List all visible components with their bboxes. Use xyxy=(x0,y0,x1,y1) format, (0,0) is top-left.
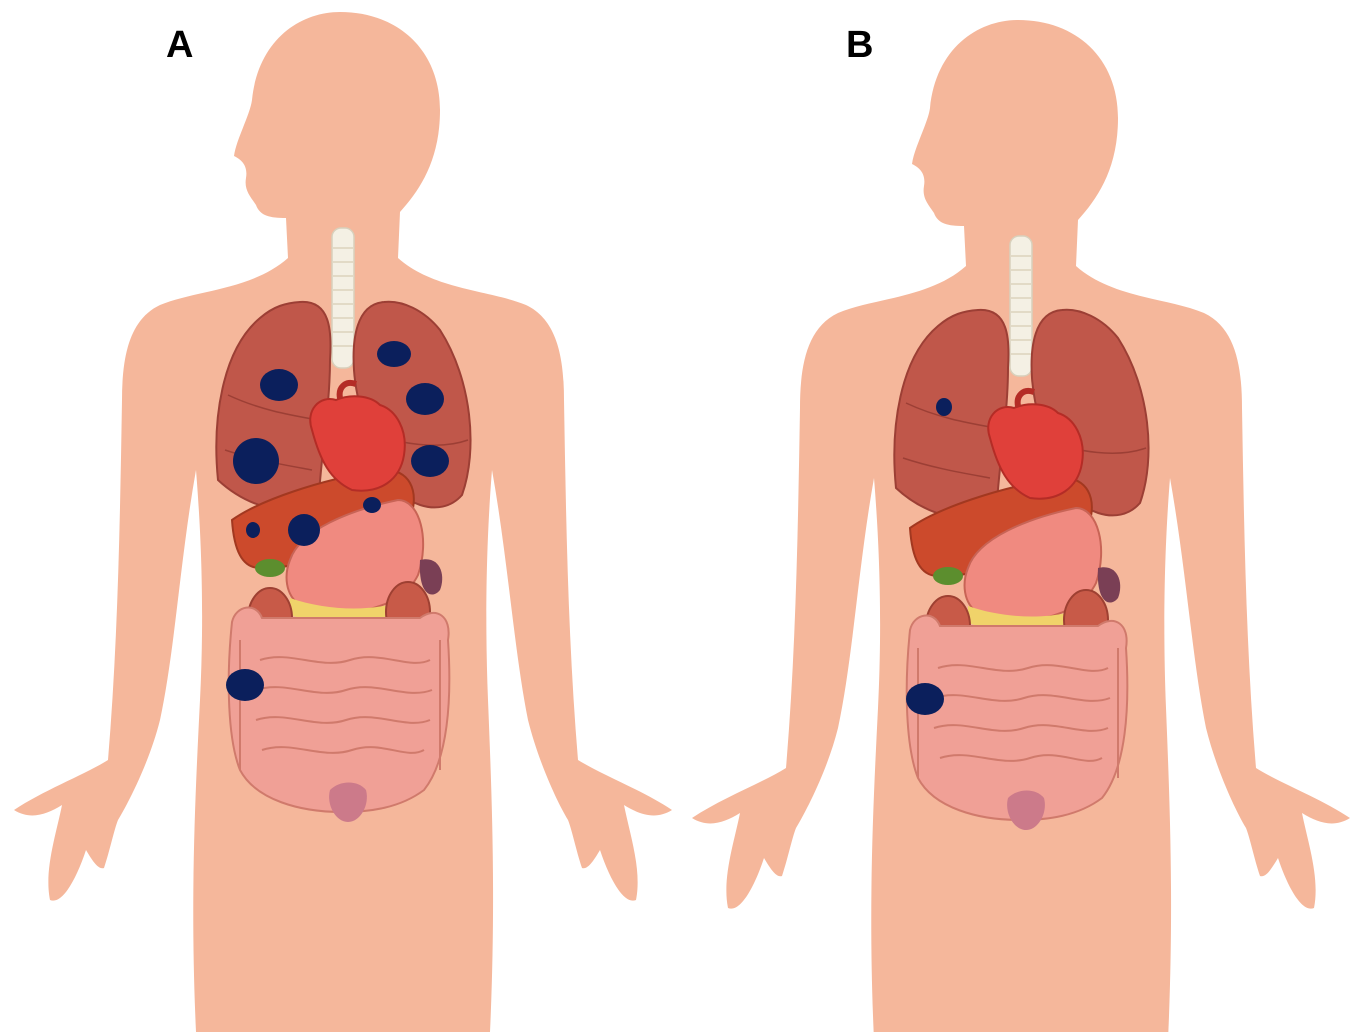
lesion xyxy=(363,497,381,513)
lesion xyxy=(246,522,260,538)
lesion xyxy=(226,669,264,701)
lesion xyxy=(411,445,449,477)
lesion xyxy=(288,514,320,546)
panel-a: A xyxy=(0,0,676,1032)
lesion xyxy=(406,383,444,415)
body-figure-a xyxy=(0,0,676,1032)
lesion xyxy=(936,398,952,416)
panel-label-a: A xyxy=(166,24,193,67)
panel-b: B xyxy=(676,0,1352,1032)
lesion xyxy=(260,369,298,401)
panel-label-b: B xyxy=(846,24,873,67)
lesion xyxy=(906,683,944,715)
body-figure-b xyxy=(676,0,1352,1032)
lesion xyxy=(233,438,279,484)
lesion xyxy=(377,341,411,367)
